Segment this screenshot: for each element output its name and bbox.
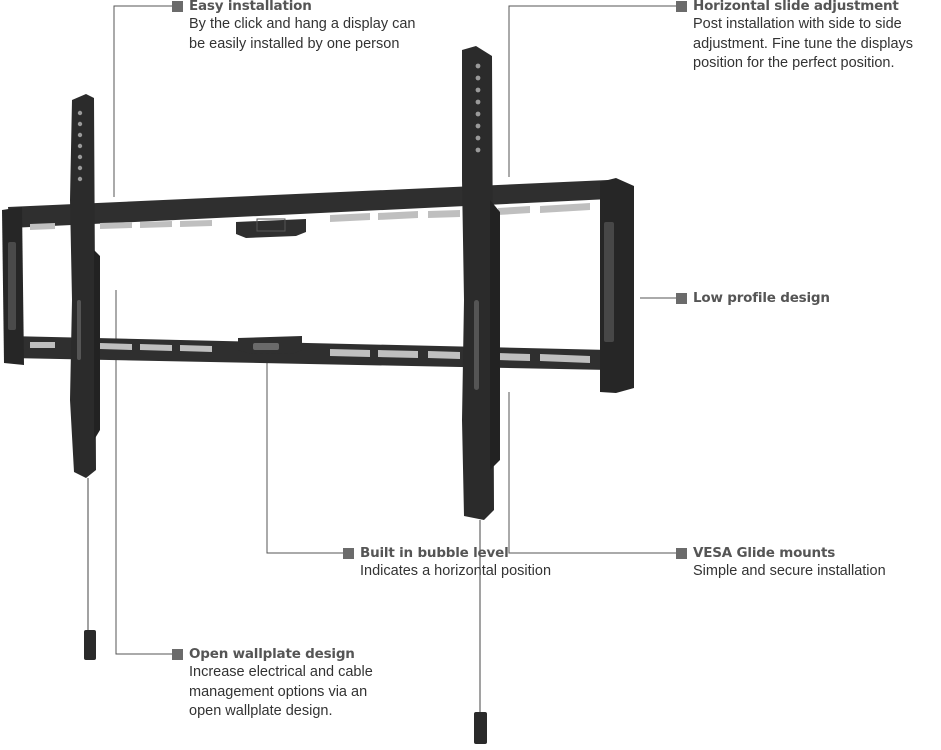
leader-vesa-glide	[508, 392, 678, 554]
callout-easy-installation: Easy installation By the click and hang …	[172, 0, 416, 54]
callout-low-profile: Low profile design	[676, 290, 830, 307]
leader-horizontal-slide	[508, 5, 678, 177]
leader-bubble-level	[266, 350, 346, 554]
callout-title: Horizontal slide adjustment	[693, 0, 899, 14]
left-end-slot	[8, 242, 16, 330]
callout-line: open wallplate design.	[189, 703, 333, 719]
bubble-level-vial	[253, 343, 279, 350]
callout-open-wallplate: Open wallplate design Increase electrica…	[172, 646, 373, 722]
callout-marker	[676, 548, 687, 559]
callout-horizontal-slide: Horizontal slide adjustment Post install…	[676, 0, 913, 74]
wallplate	[2, 178, 634, 393]
callout-line: management options via an	[189, 683, 368, 700]
callout-line: be easily installed by one person	[189, 35, 400, 52]
callout-line: By the click and hang a display can	[189, 16, 416, 32]
logo-plate	[256, 218, 286, 232]
callout-vesa-glide: VESA Glide mounts Simple and secure inst…	[676, 545, 886, 582]
right-vesa-arm	[462, 46, 500, 744]
callout-marker	[676, 293, 687, 304]
callout-line: Increase electrical and cable	[189, 664, 373, 680]
leader-easy-installation	[113, 5, 176, 197]
callout-line: Indicates a horizontal position	[360, 563, 552, 579]
callout-marker	[343, 548, 354, 559]
callout-marker	[172, 1, 183, 12]
top-rail	[8, 180, 610, 228]
callout-title: Low profile design	[693, 290, 830, 306]
callout-line: adjustment. Fine tune the displays	[693, 35, 914, 52]
callout-title: Built in bubble level	[360, 545, 509, 561]
callout-line: Post installation with side to side	[693, 16, 902, 32]
callout-title: Open wallplate design	[189, 646, 355, 662]
callout-title: Easy installation	[189, 0, 312, 14]
callout-title: VESA Glide mounts	[693, 545, 836, 561]
callout-marker	[172, 649, 183, 660]
leader-lines	[113, 5, 678, 655]
right-safety-pull	[474, 712, 487, 744]
bottom-rail	[8, 336, 610, 370]
top-center-tab	[236, 219, 306, 238]
callout-marker	[676, 1, 687, 12]
top-rail-slots	[30, 203, 590, 230]
left-vesa-arm	[70, 94, 100, 660]
left-safety-pull	[84, 630, 96, 660]
leader-open-wallplate	[115, 290, 176, 655]
right-end-slot	[604, 222, 614, 342]
callout-line: Simple and secure installation	[693, 563, 886, 579]
callout-line: position for the perfect position.	[693, 55, 895, 71]
bottom-rail-slots	[30, 342, 590, 363]
callout-bubble-level: Built in bubble level Indicates a horizo…	[343, 545, 551, 582]
